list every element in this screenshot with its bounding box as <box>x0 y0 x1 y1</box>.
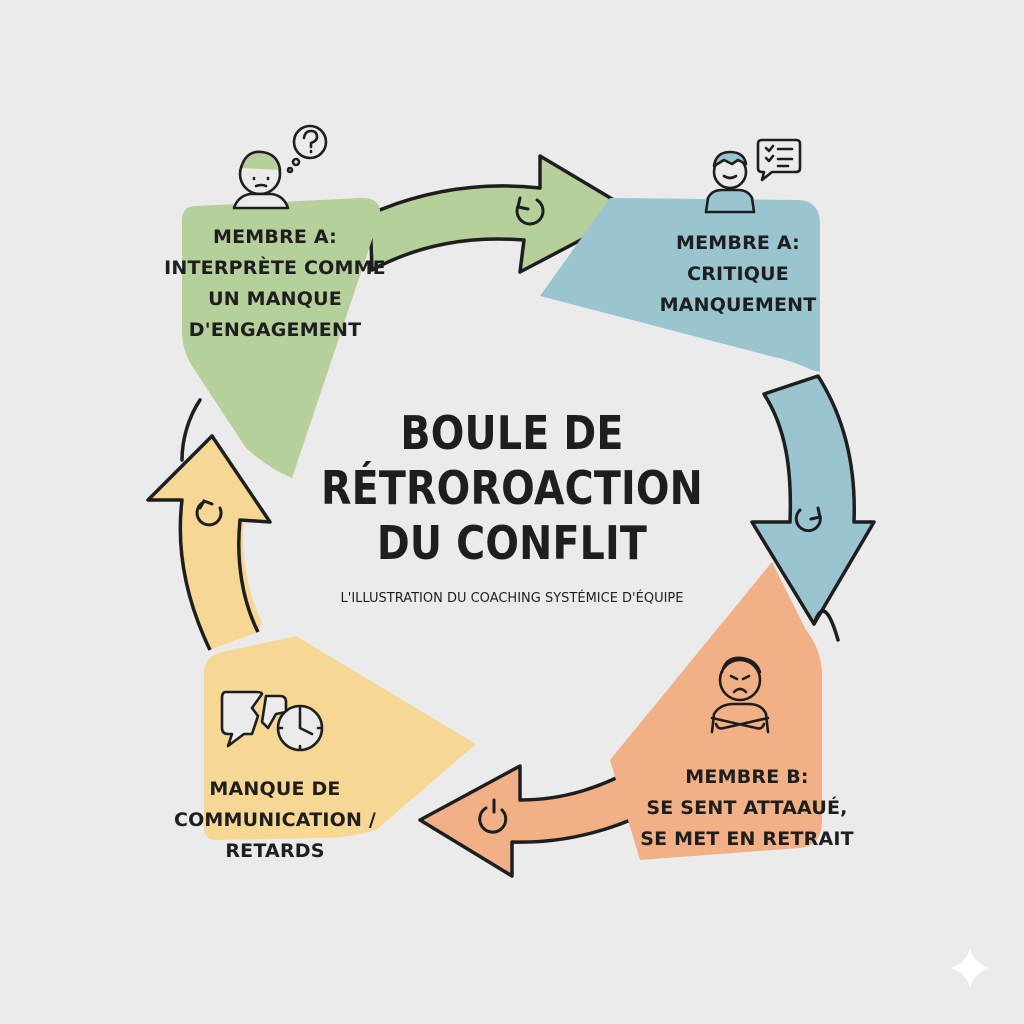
node-label-member-a-criticizes: Membre A: Critique manquement <box>648 228 828 321</box>
node-shape-green <box>182 198 381 478</box>
node-label-line: Membre B: <box>685 766 809 788</box>
node-label-line: Interprète comme <box>164 257 386 279</box>
refresh-cycle-icon <box>515 196 545 226</box>
refresh-cycle-icon <box>794 506 822 533</box>
node-label-line: Critique <box>687 263 789 285</box>
node-label-line: Membre A: <box>676 232 800 254</box>
arrow-blue-tail <box>812 609 840 642</box>
node-label-line: un manque <box>208 288 342 310</box>
diagram-subtitle: L'illustration du coaching systémice d'é… <box>340 591 684 606</box>
person-speech-checklist-icon <box>704 138 802 214</box>
node-label-line: Manque de <box>209 778 341 800</box>
title-line: Boule de <box>400 406 624 460</box>
upset-person-crossed-arms-icon <box>710 656 770 734</box>
refresh-cycle-icon <box>478 798 508 834</box>
node-label-line: communication / <box>173 809 377 831</box>
title-line: rétroroaction <box>321 461 703 515</box>
arrow-yellow-tail <box>180 398 202 462</box>
node-label-line: manquement <box>659 294 817 316</box>
sparkle-icon <box>950 948 990 988</box>
node-label-member-b-withdraws: Membre B: Se sent attaaué, se met en ret… <box>632 762 862 855</box>
diagram-title: Boule de rétroroaction du conflit <box>272 406 752 571</box>
node-label-lack-of-communication: Manque de communication / retards <box>160 774 390 867</box>
title-line: du conflit <box>376 516 648 570</box>
node-label-line: Se sent attaaué, <box>646 797 848 819</box>
node-shape-blue <box>540 198 820 372</box>
node-label-line: Membre A: <box>213 226 337 248</box>
node-shape-yellow <box>204 636 476 840</box>
refresh-cycle-icon <box>195 499 223 527</box>
broken-speech-bubble-clock-icon <box>220 690 324 752</box>
node-label-line: retards <box>225 840 325 862</box>
node-label-line: se met en retrait <box>640 828 854 850</box>
arrow-yellow-outline <box>146 434 272 651</box>
confused-person-question-icon <box>232 124 328 210</box>
node-label-line: d'engagement <box>188 319 362 341</box>
node-label-member-a-interprets: Membre A: Interprète comme un manque d'e… <box>160 222 390 346</box>
